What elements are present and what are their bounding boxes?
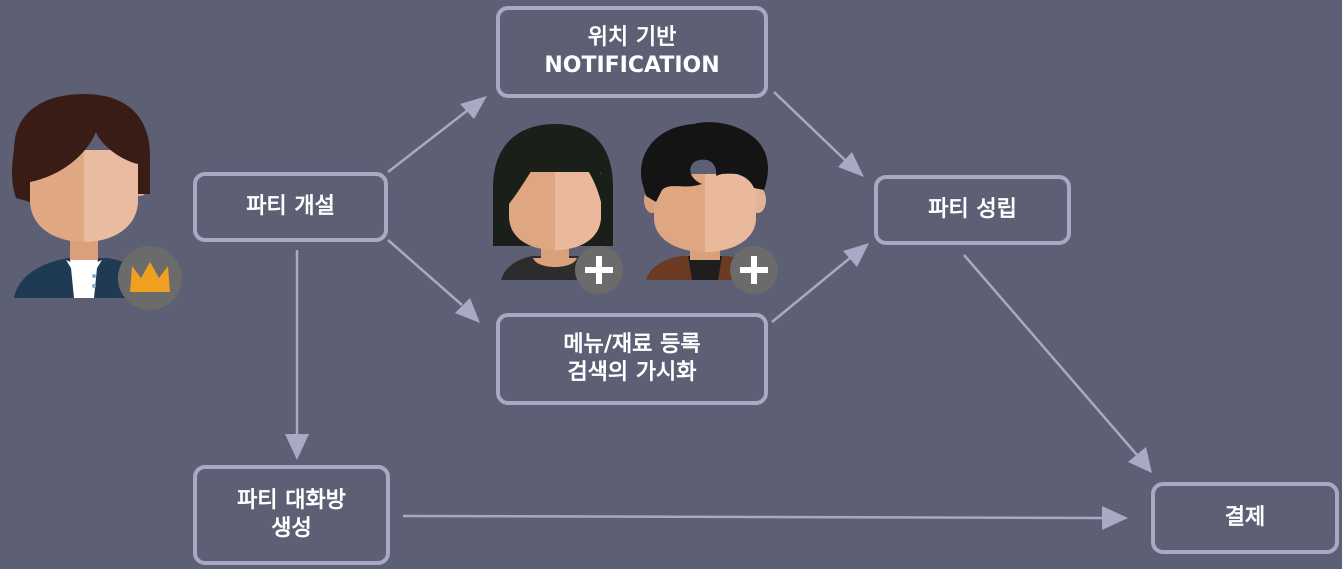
arrow-menu-to-formed: [771, 243, 869, 323]
arrow-formed-to-payment: [963, 254, 1152, 473]
node-chat-create-line1: 파티 대화방: [237, 488, 346, 513]
arrow-create-to-notification: [387, 96, 487, 173]
arrow-chat-to-payment: [402, 506, 1128, 530]
member-avatar-female-icon: [493, 124, 623, 294]
node-menu-register: 메뉴/재료 등록 검색의 가시화: [496, 313, 768, 405]
node-chat-create: 파티 대화방 생성: [193, 465, 390, 565]
node-party-formed: 파티 성립: [874, 175, 1071, 245]
node-party-create: 파티 개설: [193, 172, 388, 242]
node-payment-label: 결제: [1224, 505, 1266, 530]
node-party-create-label: 파티 개설: [246, 194, 335, 219]
host-avatar-icon: [12, 94, 182, 310]
arrow-notification-to-formed: [773, 91, 864, 177]
arrow-create-to-menu: [387, 239, 480, 323]
node-party-formed-label: 파티 성립: [928, 197, 1017, 222]
node-chat-create-line2: 생성: [271, 516, 312, 541]
node-payment: 결제: [1151, 482, 1339, 554]
node-location-notification-line1: 위치 기반: [587, 25, 677, 50]
arrow-create-to-chat: [285, 250, 309, 460]
member-avatar-male-icon: [641, 122, 778, 294]
node-location-notification-line2: NOTIFICATION: [544, 53, 720, 78]
node-menu-register-line2: 검색의 가시화: [567, 360, 697, 385]
node-location-notification: 위치 기반 NOTIFICATION: [496, 6, 768, 98]
node-menu-register-line1: 메뉴/재료 등록: [563, 332, 701, 357]
